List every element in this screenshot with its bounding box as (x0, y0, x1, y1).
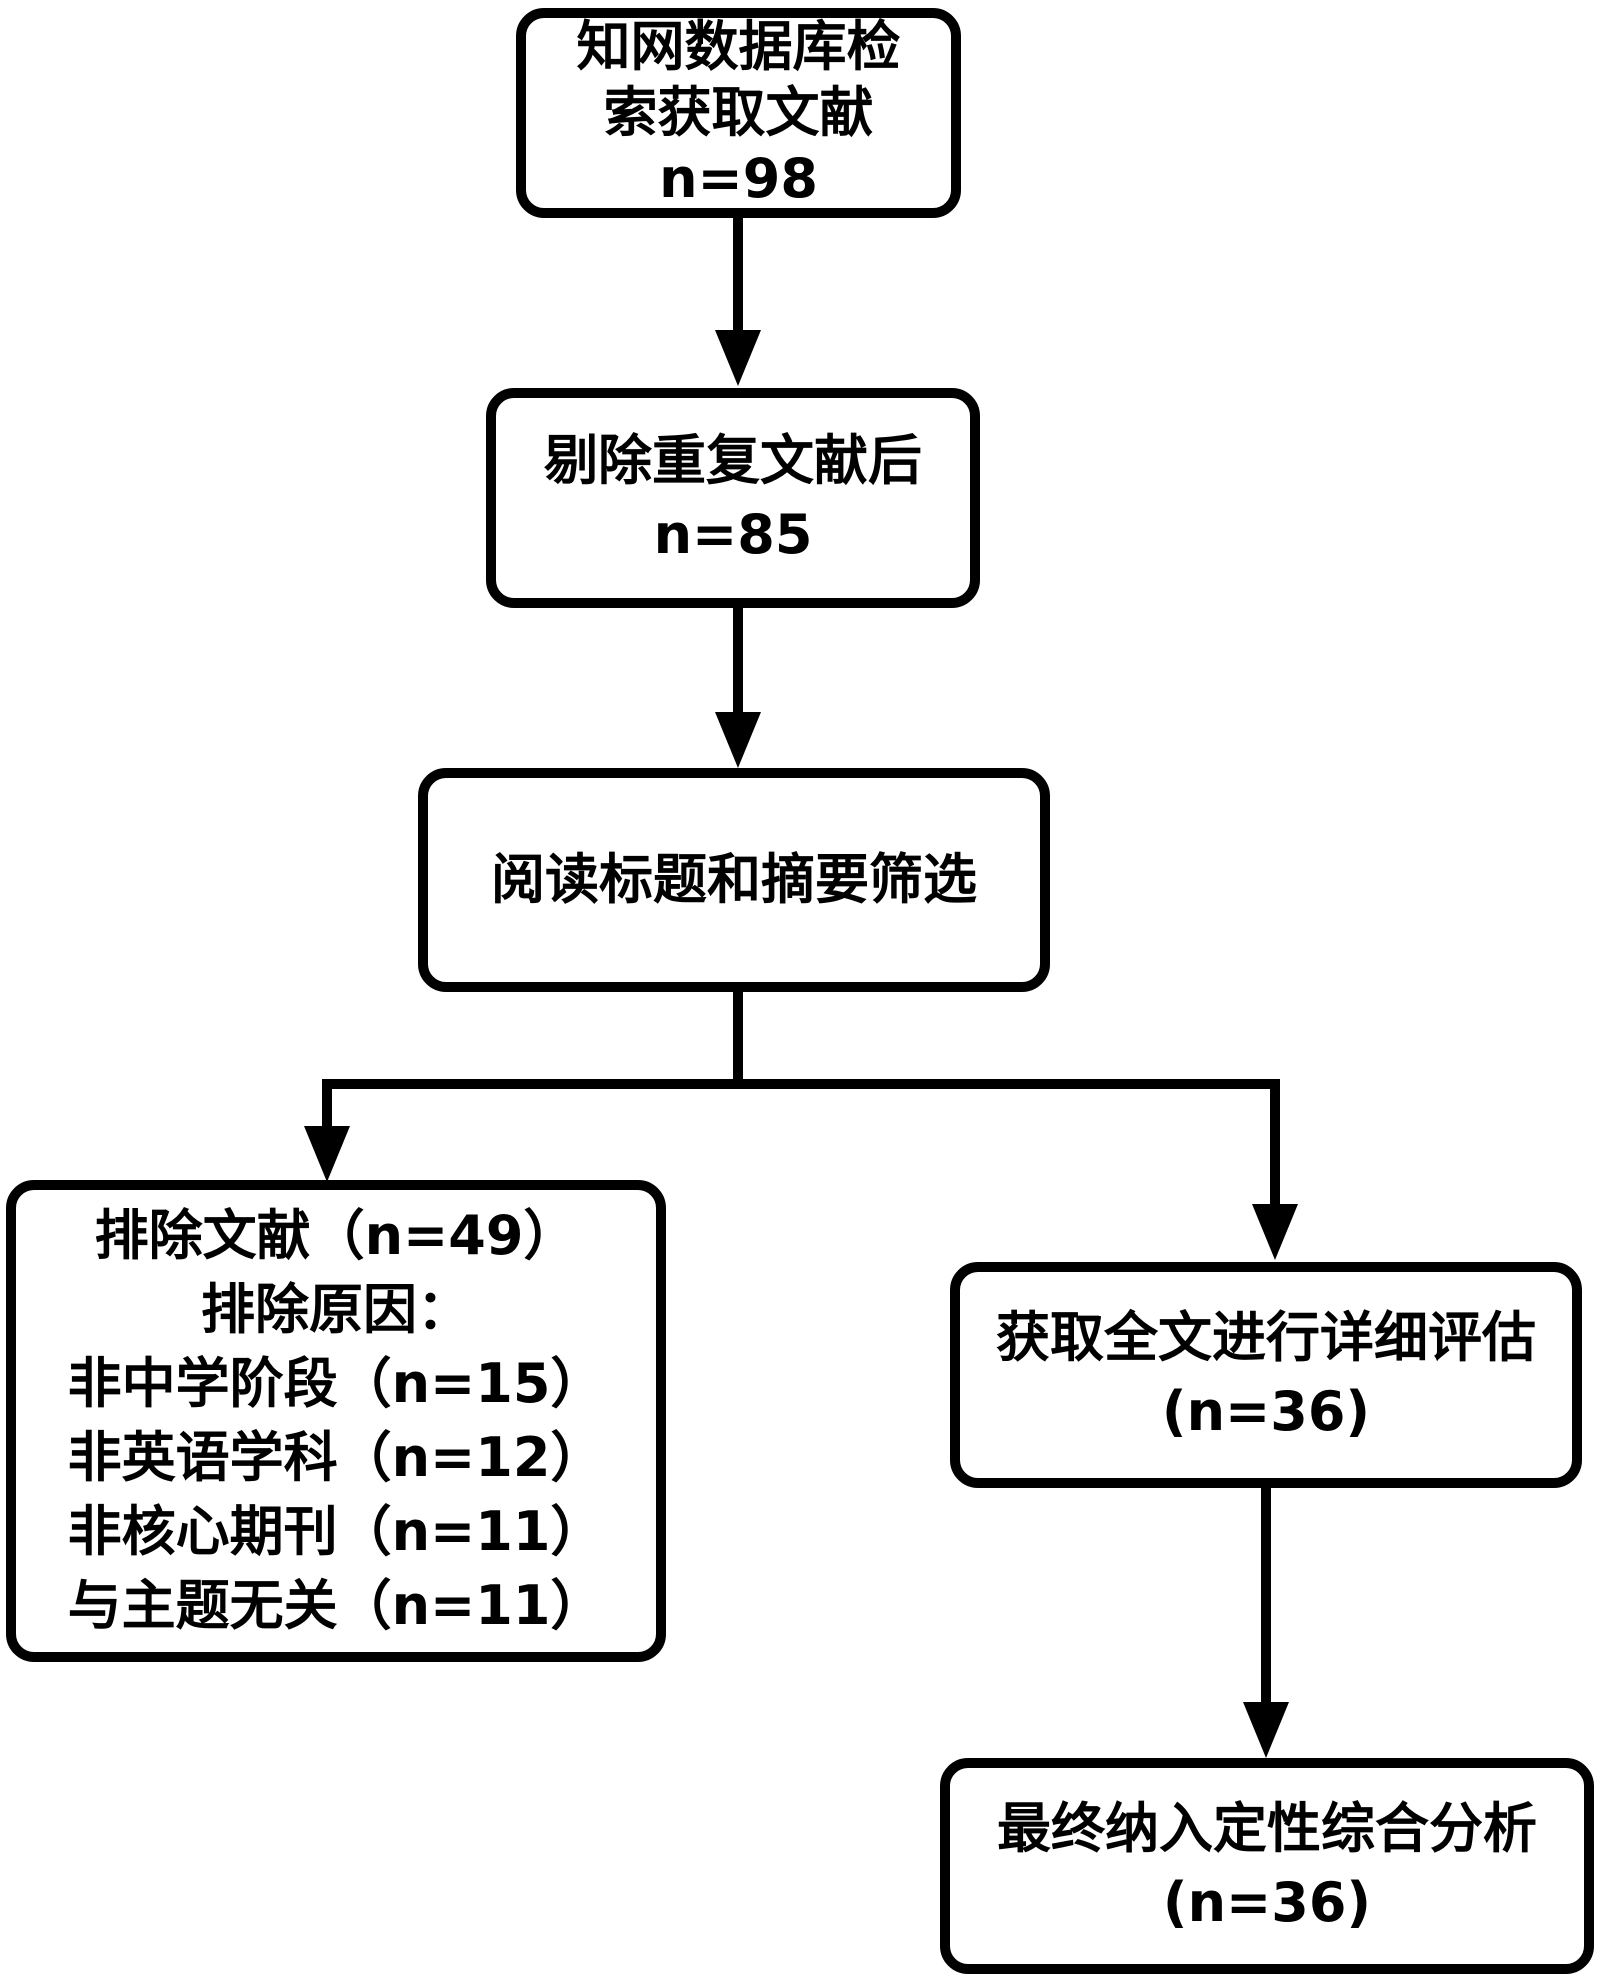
box-line: 阅读标题和摘要筛选 (491, 848, 977, 911)
box-line: 知网数据库检 (576, 15, 901, 78)
box-line: 剔除重复文献后 (544, 429, 922, 492)
box-line: 非英语学科（n=12） (67, 1426, 605, 1489)
arrow-down-icon (1252, 1204, 1298, 1260)
box-final-inclusion: 最终纳入定性综合分析 (n=36) (940, 1758, 1594, 1974)
box-line: 排除文献（n=49） (94, 1204, 578, 1267)
arrow-dedup-to-screening-shaft (733, 606, 743, 712)
box-line: n=98 (659, 147, 818, 210)
arrow-down-icon (304, 1126, 350, 1182)
box-line: 排除原因： (201, 1278, 471, 1341)
box-line: 与主题无关（n=11） (67, 1574, 605, 1637)
box-line: 获取全文进行详细评估 (996, 1306, 1536, 1369)
box-fulltext-assessment: 获取全文进行详细评估 (n=36) (950, 1262, 1582, 1488)
box-database-search: 知网数据库检 索获取文献 n=98 (516, 8, 961, 218)
box-line: (n=36) (1162, 1871, 1372, 1934)
arrow-branch-to-excluded-shaft (322, 1083, 332, 1127)
branch-stem (733, 990, 743, 1089)
box-line: (n=36) (1161, 1380, 1371, 1443)
arrow-down-icon (1243, 1702, 1289, 1758)
arrow-down-icon (715, 330, 761, 386)
box-line: 非中学阶段（n=15） (67, 1352, 605, 1415)
arrow-search-to-dedup-shaft (733, 216, 743, 330)
box-title-abstract-screening: 阅读标题和摘要筛选 (418, 768, 1050, 992)
arrow-fulltext-to-final-shaft (1261, 1486, 1271, 1702)
arrow-down-icon (715, 712, 761, 768)
box-after-dedup: 剔除重复文献后 n=85 (486, 388, 980, 608)
box-line: n=85 (653, 503, 813, 566)
arrow-branch-to-fulltext-shaft (1270, 1083, 1280, 1205)
box-line: 最终纳入定性综合分析 (997, 1797, 1537, 1860)
box-excluded-literature: 排除文献（n=49） 排除原因： 非中学阶段（n=15） 非英语学科（n=12）… (6, 1180, 666, 1662)
box-line: 非核心期刊（n=11） (67, 1500, 605, 1563)
branch-horizontal-line (322, 1079, 1280, 1089)
box-line: 索获取文献 (603, 81, 874, 144)
